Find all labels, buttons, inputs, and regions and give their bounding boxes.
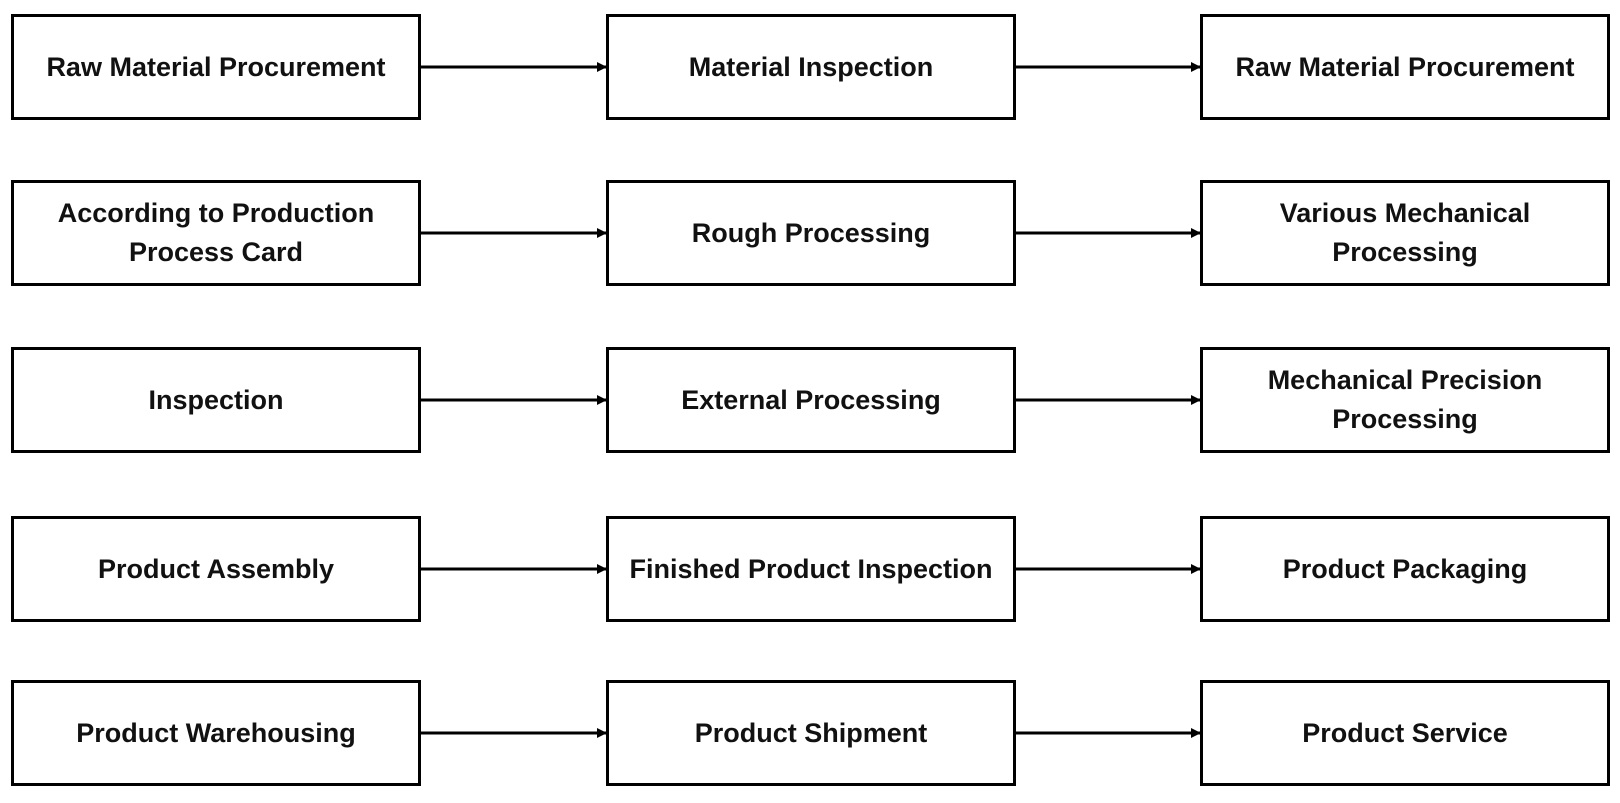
flow-row-5: Product Warehousing Product Shipment Pro… <box>0 680 1620 786</box>
node-label: Product Packaging <box>1282 553 1528 584</box>
node-label: Raw Material Procurement <box>46 51 386 82</box>
node-label: Product Shipment <box>694 717 928 748</box>
flow-row-1: Raw Material Procurement Material Inspec… <box>0 14 1620 120</box>
node-various-mechanical-processing: Various Mechanical Processing <box>1200 180 1610 286</box>
node-label: Mechanical Precision Processing <box>1267 365 1543 434</box>
node-product-service: Product Service <box>1200 680 1610 786</box>
node-label: Material Inspection <box>688 51 934 82</box>
flow-row-2: According to Production Process Card Rou… <box>0 180 1620 286</box>
flow-row-3: Inspection External Processing Mechanica… <box>0 347 1620 453</box>
node-label: Product Service <box>1302 717 1508 748</box>
node-label: Raw Material Procurement <box>1235 51 1575 82</box>
node-raw-material-procurement: Raw Material Procurement <box>11 14 421 120</box>
node-label: Rough Processing <box>691 217 931 248</box>
node-inspection: Inspection <box>11 347 421 453</box>
node-product-shipment: Product Shipment <box>606 680 1016 786</box>
node-label: Various Mechanical Processing <box>1279 198 1531 267</box>
node-label: Product Assembly <box>97 553 335 584</box>
node-label: According to Production Process Card <box>57 198 375 267</box>
node-raw-material-procurement-2: Raw Material Procurement <box>1200 14 1610 120</box>
node-product-packaging: Product Packaging <box>1200 516 1610 622</box>
node-label: Product Warehousing <box>76 717 356 748</box>
node-mechanical-precision-processing: Mechanical Precision Processing <box>1200 347 1610 453</box>
node-according-to-production-process-card: According to Production Process Card <box>11 180 421 286</box>
node-material-inspection: Material Inspection <box>606 14 1016 120</box>
node-label: Finished Product Inspection <box>629 553 993 584</box>
flow-row-4: Product Assembly Finished Product Inspec… <box>0 516 1620 622</box>
node-product-assembly: Product Assembly <box>11 516 421 622</box>
node-rough-processing: Rough Processing <box>606 180 1016 286</box>
node-label: Inspection <box>148 384 284 415</box>
node-external-processing: External Processing <box>606 347 1016 453</box>
node-label: External Processing <box>681 384 941 415</box>
node-product-warehousing: Product Warehousing <box>11 680 421 786</box>
node-finished-product-inspection: Finished Product Inspection <box>606 516 1016 622</box>
